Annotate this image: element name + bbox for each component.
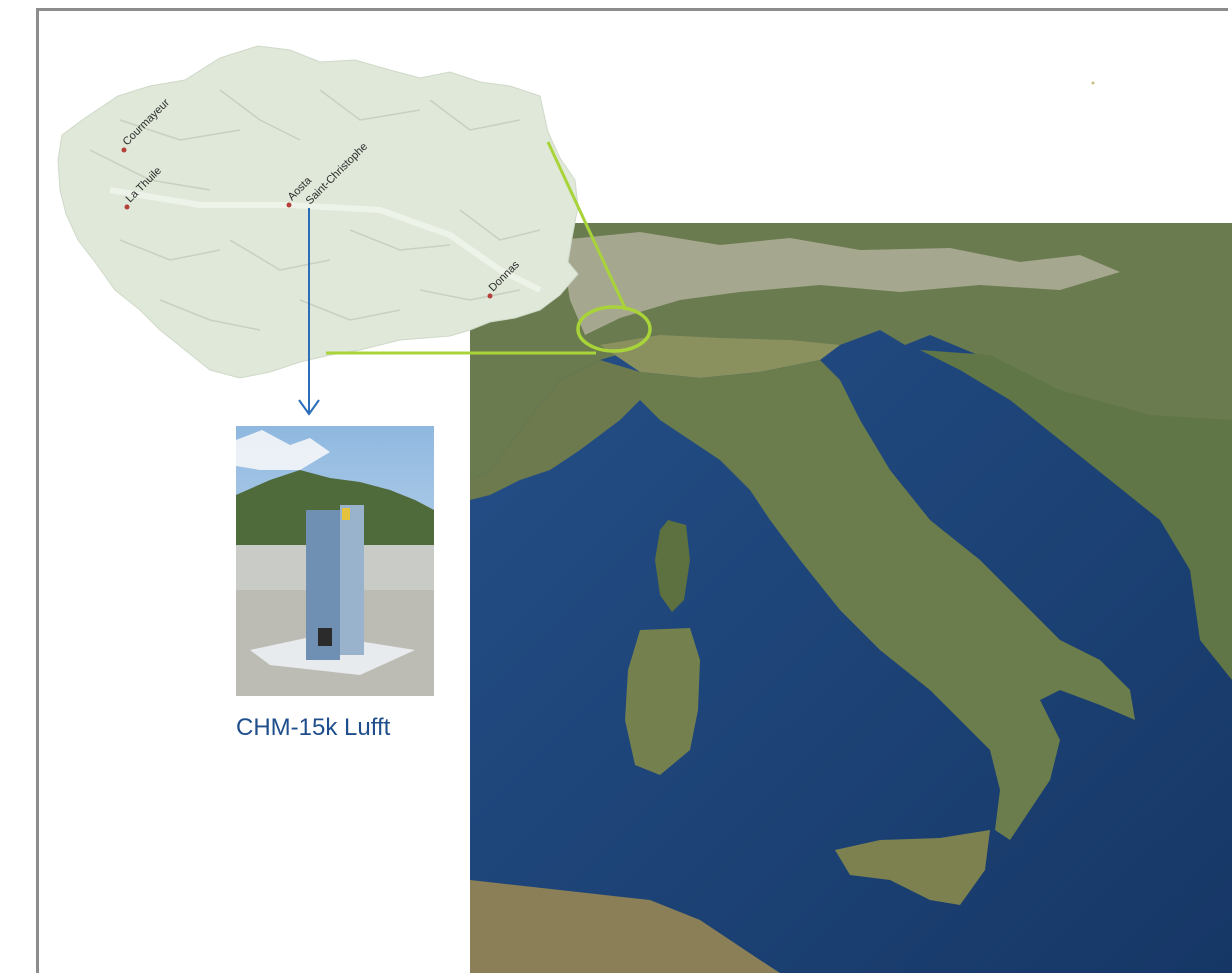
callout-line-upper: [546, 141, 628, 311]
po-valley: [600, 335, 840, 378]
location-arrow: [298, 208, 320, 416]
north-africa: [470, 880, 780, 973]
town-marker: [286, 202, 292, 208]
relief-shading: [89, 89, 541, 331]
photo-cloud: [236, 430, 330, 470]
photo-cabinet-front: [340, 505, 364, 655]
photo-cabinet-vent: [318, 628, 332, 646]
instrument-photo: [236, 426, 434, 696]
balkan-coast: [920, 350, 1232, 680]
sicily: [835, 830, 990, 905]
sardinia: [625, 628, 700, 775]
instrument-caption: CHM-15k Lufft: [236, 714, 391, 741]
corsica: [655, 520, 690, 612]
aosta-region-map: Courmayeur La Thuile Aosta Saint-Christo…: [57, 45, 579, 379]
town-marker: [487, 293, 493, 299]
photo-cabinet-logo: [342, 508, 350, 520]
aosta-valley-highlight: [576, 305, 652, 353]
town-marker: [124, 204, 130, 210]
france-coast: [470, 360, 640, 500]
alps-snow: [560, 232, 1120, 335]
figure-border: [36, 8, 1228, 973]
satellite-map: [470, 223, 1232, 973]
main-valley: [109, 187, 542, 293]
callout-lines: [326, 141, 628, 355]
arrow-head: [298, 399, 320, 416]
speck: [1091, 81, 1095, 85]
italy-peninsula: [640, 360, 1135, 840]
town-marker: [121, 147, 127, 153]
